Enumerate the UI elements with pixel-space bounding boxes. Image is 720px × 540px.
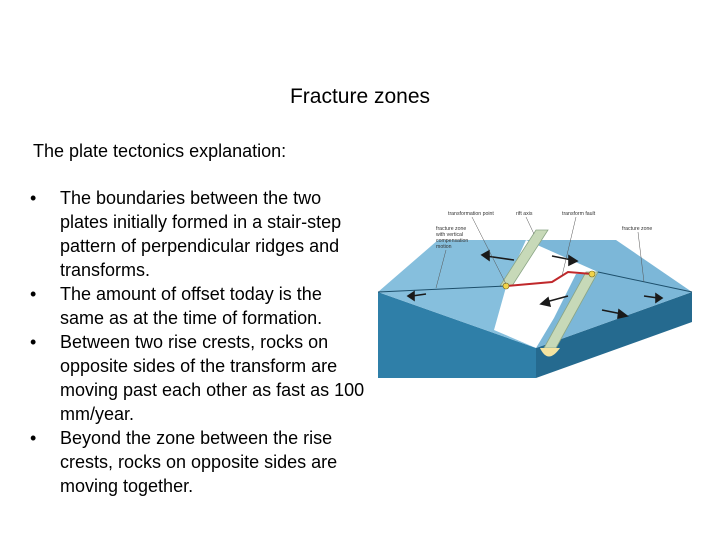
bullet-item: • The boundaries between the two plates … xyxy=(30,186,370,282)
bullet-glyph: • xyxy=(30,284,37,304)
bullet-text: The boundaries between the two plates in… xyxy=(60,188,342,280)
left-plate-top xyxy=(378,240,536,348)
bullet-text: Between two rise crests, rocks on opposi… xyxy=(60,332,365,424)
label-fracture-zone-left: fracture zone xyxy=(436,226,466,232)
block-right-face xyxy=(536,292,692,378)
bullet-text: Beyond the zone between the rise crests,… xyxy=(60,428,338,496)
label-fracture-zone-left: with vertical xyxy=(436,232,463,238)
transform-fault-line xyxy=(505,270,593,287)
slide-subtitle: The plate tectonics explanation: xyxy=(33,141,287,161)
slide-title: Fracture zones xyxy=(289,85,431,108)
diagram-labels: transformation point rift axis transform… xyxy=(436,211,652,250)
label-leader-lines xyxy=(435,216,645,289)
block-front-face xyxy=(378,292,536,378)
label-rift-axis: rift axis xyxy=(516,211,533,217)
label-fracture-zone-left: motion xyxy=(436,244,452,250)
bullet-glyph: • xyxy=(30,188,37,208)
fracture-zone-diagram: transformation point rift axis transform… xyxy=(377,211,693,378)
transformation-point-dot xyxy=(502,282,510,290)
bullet-item: • Beyond the zone between the rise crest… xyxy=(30,426,370,498)
label-fracture-zone-left: compensation xyxy=(436,238,468,244)
bullet-item: • The amount of offset today is the same… xyxy=(30,282,370,330)
magma-upwelling xyxy=(540,348,560,357)
label-transform-fault: transform fault xyxy=(562,211,596,217)
bullet-glyph: • xyxy=(30,332,37,352)
bullet-text: The amount of offset today is the same a… xyxy=(60,284,323,328)
bullet-glyph: • xyxy=(30,428,37,448)
label-transformation-point: transformation point xyxy=(448,211,494,217)
fracture-zone-line xyxy=(377,285,507,293)
label-fracture-zone-right: fracture zone xyxy=(622,226,652,232)
fracture-zone-line-right xyxy=(597,271,693,293)
bullet-list: • The boundaries between the two plates … xyxy=(30,186,370,498)
bullet-item: • Between two rise crests, rocks on oppo… xyxy=(30,330,370,426)
transformation-point-dot xyxy=(588,270,596,278)
motion-arrows xyxy=(406,249,664,320)
